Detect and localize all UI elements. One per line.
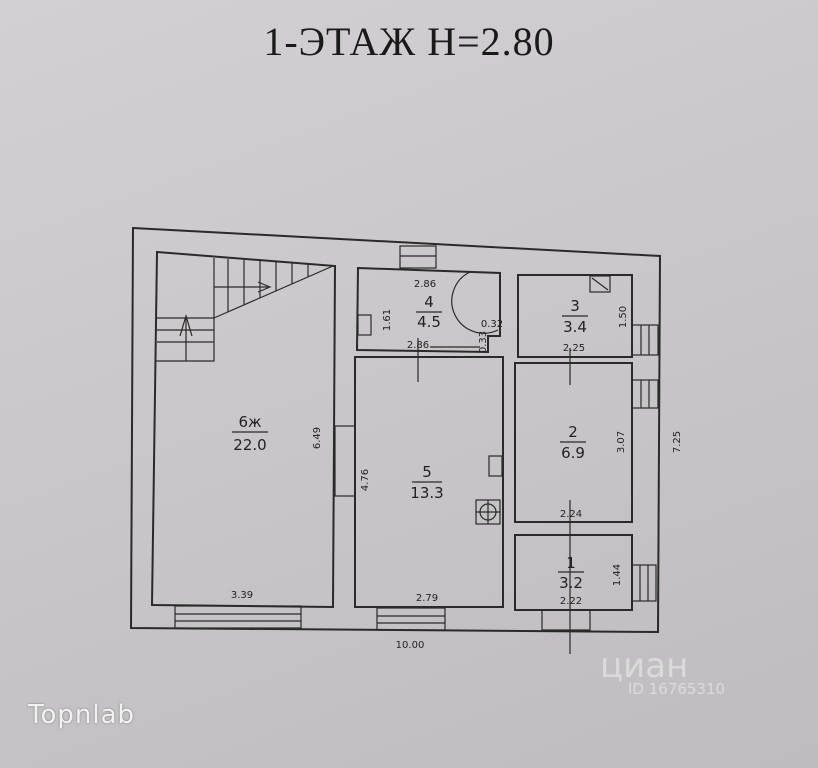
floor-title: 1-ЭТАЖ H=2.80	[263, 19, 555, 64]
dim-r6-width: 3.39	[231, 590, 253, 601]
room-labels: 6ж 22.0 4 4.5 3 3.4 5 13.3 2 6.9 1 3.2	[232, 293, 588, 592]
room-2-number: 2	[568, 423, 578, 441]
door-swing-icon	[451, 271, 499, 334]
staircase	[155, 258, 334, 362]
stair-arrow-up-icon	[179, 313, 193, 337]
radiator-icon	[488, 455, 503, 477]
vent-icon	[589, 275, 611, 293]
dim-r4-niche-h: 0.33	[478, 331, 489, 353]
dim-r2-width: 2.24	[560, 509, 582, 520]
dim-total-height: 7.25	[672, 431, 683, 453]
room-4-number: 4	[424, 293, 434, 311]
dim-r1-width: 2.22	[560, 596, 582, 607]
room-4-outline	[355, 266, 501, 354]
section-lines	[417, 338, 571, 654]
room-6-outline	[150, 250, 337, 609]
room-2-outline	[514, 362, 633, 523]
windows	[174, 245, 659, 631]
dim-r4-niche-w: 0.32	[481, 319, 503, 330]
dim-r6-height: 6.49	[312, 427, 323, 449]
dim-r1-height: 1.44	[612, 564, 623, 586]
cian-watermark: циан ID 16765310	[600, 646, 725, 698]
dim-r5-height: 4.76	[360, 469, 371, 491]
dim-r3-width: 2.25	[563, 343, 585, 354]
dimension-labels: 6.49 3.39 2.86 2.86 1.61 0.32 0.33 1.50 …	[231, 279, 683, 651]
room-3-area: 3.4	[563, 318, 587, 336]
outer-wall	[129, 226, 662, 634]
dim-r2-height: 3.07	[616, 431, 627, 453]
dim-total-width: 10.00	[396, 640, 425, 651]
room-5-area: 13.3	[410, 484, 443, 502]
dim-r4-bottom: 2.86	[407, 340, 429, 351]
room-6-area: 22.0	[233, 436, 266, 454]
room-3-outline	[517, 274, 633, 358]
cian-logo: циан	[600, 646, 689, 686]
radiator-icon	[357, 314, 372, 336]
dim-r5-width: 2.79	[416, 593, 438, 604]
dim-r3-height: 1.50	[618, 306, 629, 328]
room-5-number: 5	[422, 463, 432, 481]
cian-id: ID 16765310	[628, 680, 726, 698]
dim-r4-height: 1.61	[382, 309, 393, 331]
room-1-area: 3.2	[559, 574, 583, 592]
stair-arrow-right-icon	[257, 281, 272, 293]
room-3-number: 3	[570, 297, 580, 315]
dim-r4-top: 2.86	[414, 279, 436, 290]
room-4-area: 4.5	[417, 313, 441, 331]
topnlab-watermark: Topnlab	[28, 700, 136, 730]
room-2-area: 6.9	[561, 444, 585, 462]
room-6-number: 6ж	[238, 413, 261, 431]
boiler-icon	[475, 499, 501, 525]
room-1-number: 1	[566, 554, 576, 572]
